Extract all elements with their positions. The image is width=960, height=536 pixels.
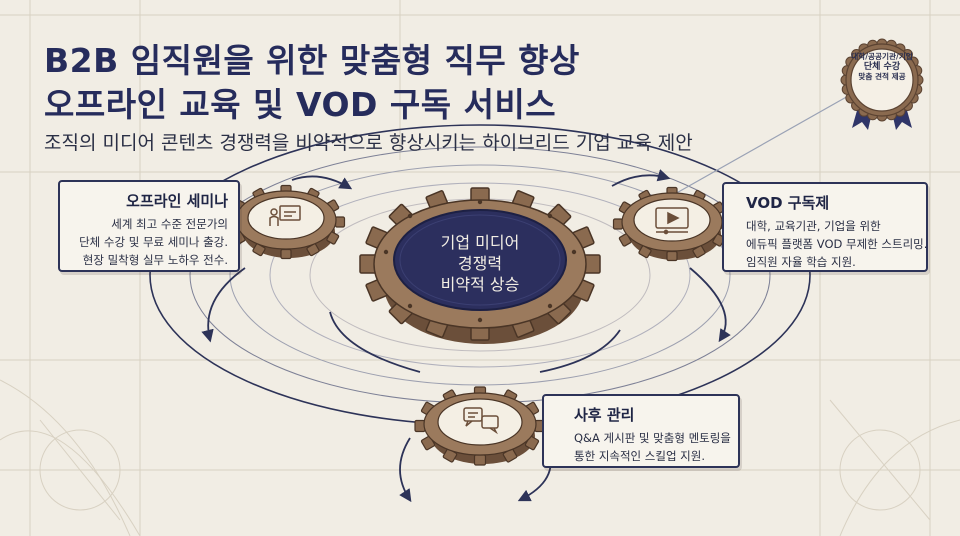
offline-line2: 단체 수강 및 무료 세미나 출강. bbox=[79, 235, 228, 249]
badge-pointer bbox=[648, 77, 881, 209]
page-subtitle: 조직의 미디어 콘텐츠 경쟁력을 비약적으로 향상시키는 하이브리드 기업 교육… bbox=[44, 132, 693, 154]
vod-line1: 대학, 교육기관, 기업을 위한 bbox=[746, 219, 881, 233]
offline-line1: 세계 최고 수준 전문가의 bbox=[111, 217, 228, 231]
center-line1: 기업 미디어 bbox=[440, 233, 520, 252]
vod-gear bbox=[612, 186, 732, 262]
badge-label: 대학/공공기관/기업 단체 수강 맞춤 견적 제공 bbox=[848, 52, 916, 82]
chat-bubbles-icon bbox=[463, 407, 499, 435]
aftercare-card: 사후 관리 Q&A 게시판 및 맞춤형 멘토링을 통한 지속적인 스킬업 지원. bbox=[542, 394, 740, 468]
seal-badge bbox=[840, 38, 924, 130]
after-title: 사후 관리 bbox=[574, 406, 635, 424]
center-label: 기업 미디어 경쟁력 비약적 상승 bbox=[400, 232, 560, 295]
badge-line1: 대학/공공기관/기업 bbox=[851, 52, 913, 61]
center-line3: 비약적 상승 bbox=[440, 275, 520, 294]
gear-tooth bbox=[334, 216, 346, 228]
offline-seminar-card: 오프라인 세미나 세계 최고 수준 전문가의 단체 수강 및 무료 세미나 출강… bbox=[58, 180, 240, 272]
badge-line2: 단체 수강 bbox=[863, 62, 901, 72]
offline-line3: 현장 밀착형 실무 노하우 전수. bbox=[82, 253, 228, 267]
gear-tooth bbox=[612, 218, 624, 230]
badge-line3: 맞춤 견적 제공 bbox=[858, 72, 906, 81]
vod-line2: 에듀픽 플랫폼 VOD 무제한 스트리밍. bbox=[746, 237, 928, 251]
vod-title: VOD 구독제 bbox=[746, 194, 830, 212]
gear-tooth bbox=[473, 454, 487, 466]
aftercare-gear bbox=[414, 386, 546, 466]
offline-title: 오프라인 세미나 bbox=[126, 192, 228, 210]
center-line2: 경쟁력 bbox=[457, 254, 503, 273]
presentation-icon bbox=[269, 205, 301, 226]
offline-gear bbox=[226, 184, 346, 260]
center-gear bbox=[359, 187, 601, 344]
connector-arrows bbox=[201, 169, 731, 503]
video-play-icon bbox=[655, 207, 689, 235]
vod-subscription-card: VOD 구독제 대학, 교육기관, 기업을 위한 에듀픽 플랫폼 VOD 무제한… bbox=[722, 182, 928, 272]
page-title-line1: B2B 임직원을 위한 맞춤형 직무 향상 bbox=[44, 41, 580, 80]
gear-tooth bbox=[666, 250, 678, 262]
after-line2: 통한 지속적인 스킬업 지원. bbox=[574, 449, 706, 463]
page-title-line2: 오프라인 교육 및 VOD 구독 서비스 bbox=[44, 85, 557, 124]
gear-tooth bbox=[280, 248, 292, 260]
after-line1: Q&A 게시판 및 맞춤형 멘토링을 bbox=[574, 431, 731, 445]
vod-line3: 임직원 자율 학습 지원. bbox=[746, 255, 856, 269]
